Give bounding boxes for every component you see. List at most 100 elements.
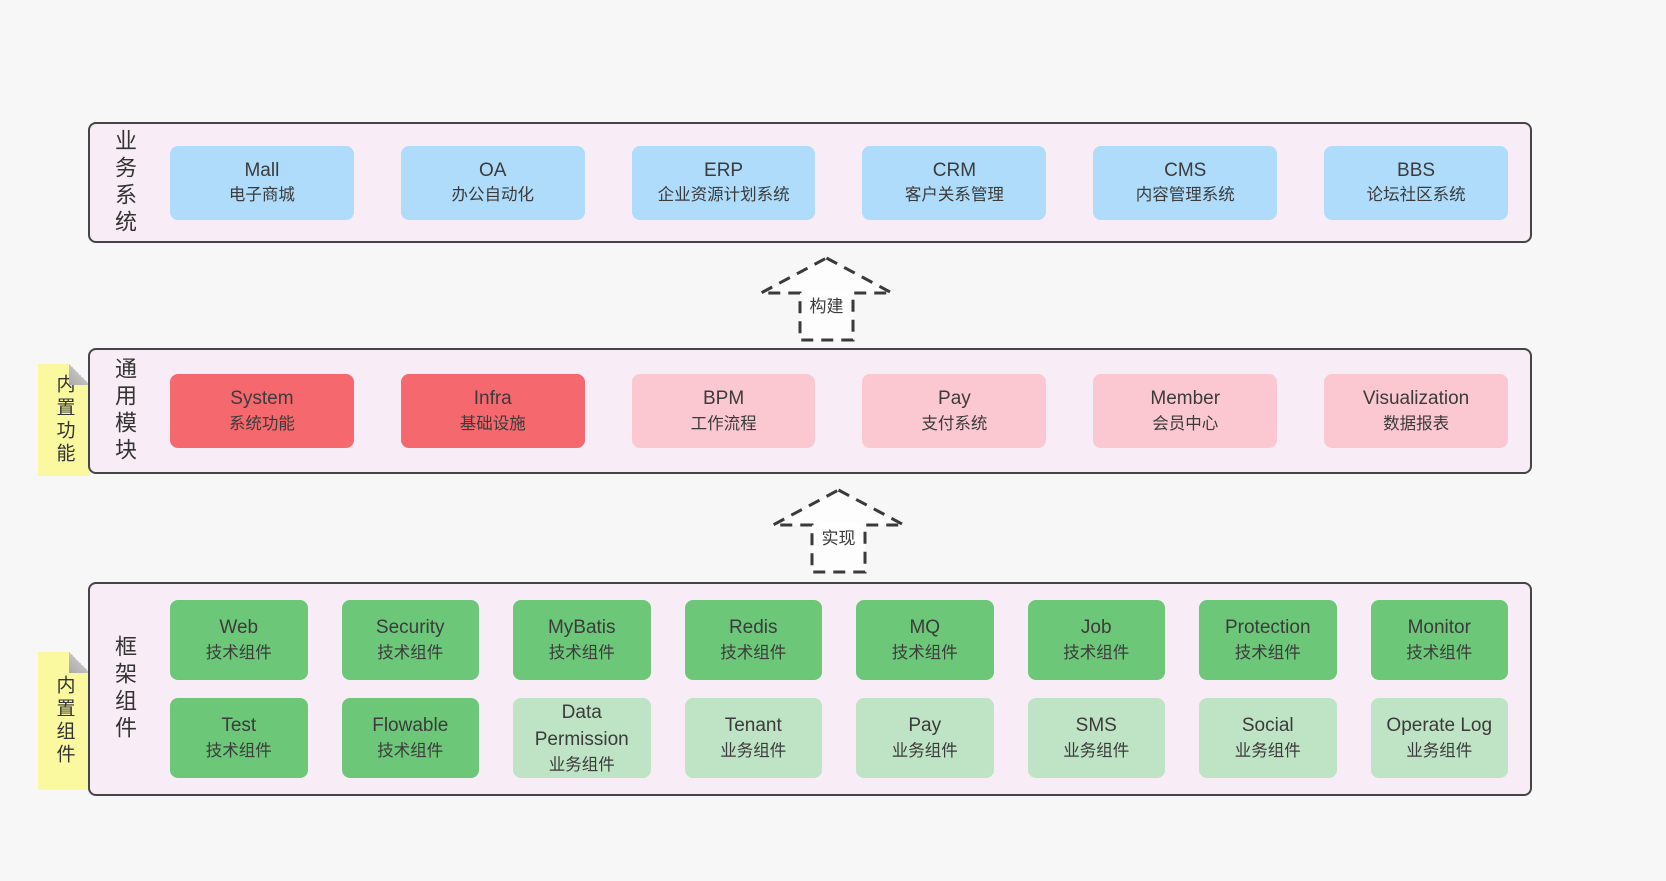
business-systems-box-row: Mall 电子商城 OA 办公自动化 ERP 企业资源计划系统 CRM 客户关系… [170,145,1508,220]
box-subtitle: 客户关系管理 [904,186,1004,205]
box-member: Member 会员中心 [1093,374,1278,448]
box-system: System 系统功能 [170,374,354,448]
box-sms: SMS 业务组件 [1027,698,1165,778]
box-title: Member [1150,388,1221,410]
box-protection: Protection 技术组件 [1199,600,1337,680]
builtin-features-tab-label: 内置功能 [53,374,75,466]
box-test: Test 技术组件 [170,698,308,778]
folded-corner-icon [69,364,90,385]
implement-arrow: 实现 [770,487,907,575]
box-bpm: BPM 工作流程 [631,374,816,448]
box-subtitle: 技术组件 [377,741,444,760]
box-mq: MQ 技术组件 [856,600,994,680]
box-title: Test [221,715,257,737]
build-arrow-label: 构建 [806,291,847,318]
box-subtitle: 电子商城 [228,186,295,205]
box-pay-component: Pay 业务组件 [856,698,994,778]
box-monitor: Monitor 技术组件 [1370,600,1508,680]
common-modules-box-row: System 系统功能 Infra 基础设施 BPM 工作流程 Pay 支付系统… [170,374,1508,448]
box-title: Security [375,617,445,639]
box-subtitle: 技术组件 [720,643,787,662]
box-subtitle: 企业资源计划系统 [657,186,790,205]
box-oa: OA 办公自动化 [400,145,585,220]
framework-components-grid: Web 技术组件 Security 技术组件 MyBatis 技术组件 Redi… [170,600,1508,778]
box-security: Security 技术组件 [341,600,479,680]
box-title: CRM [932,159,977,181]
box-erp: ERP 企业资源计划系统 [631,145,816,220]
box-title: Pay [938,388,971,410]
box-subtitle: 基础设施 [459,414,526,433]
box-social: Social 业务组件 [1199,698,1337,778]
box-subtitle: 技术组件 [891,643,958,662]
box-subtitle: 技术组件 [548,643,615,662]
build-arrow: 构建 [758,255,895,343]
box-title: OA [479,159,507,181]
box-subtitle: 数据报表 [1383,414,1450,433]
box-title: Data Permission [534,701,629,751]
box-pay: Pay 支付系统 [862,374,1047,448]
box-data-permission: Data Permission 业务组件 [513,698,651,778]
business-systems-label: 业务系统 [112,128,137,237]
box-title: Protection [1224,617,1311,639]
box-title: SMS [1075,715,1117,737]
box-mall: Mall 电子商城 [170,145,354,220]
box-subtitle: 支付系统 [921,414,988,433]
box-operate-log: Operate Log 业务组件 [1370,698,1508,778]
builtin-features-tab: 内置功能 [38,364,90,476]
box-visualization: Visualization 数据报表 [1324,374,1508,448]
box-subtitle: 业务组件 [720,741,787,760]
box-mybatis: MyBatis 技术组件 [513,600,651,680]
box-job: Job 技术组件 [1027,600,1165,680]
box-title: Mall [244,159,280,181]
box-subtitle: 业务组件 [1234,741,1301,760]
box-title: BBS [1397,159,1436,181]
box-title: Operate Log [1386,715,1493,737]
box-title: BPM [702,388,745,410]
box-subtitle: 业务组件 [1063,741,1130,760]
implement-arrow-label: 实现 [818,523,859,550]
box-bbs: BBS 论坛社区系统 [1324,145,1508,220]
box-subtitle: 技术组件 [377,643,444,662]
common-modules-panel: 通用模块 System 系统功能 Infra 基础设施 BPM 工作流程 Pay… [88,348,1532,474]
box-subtitle: 会员中心 [1152,414,1219,433]
box-flowable: Flowable 技术组件 [341,698,479,778]
business-systems-panel: 业务系统 Mall 电子商城 OA 办公自动化 ERP 企业资源计划系统 CRM… [88,122,1532,243]
framework-components-panel: 框架组件 Web 技术组件 Security 技术组件 MyBatis 技术组件… [88,582,1532,796]
box-subtitle: 系统功能 [228,414,295,433]
box-title: Web [219,617,259,639]
box-subtitle: 办公自动化 [451,186,534,205]
box-subtitle: 技术组件 [1234,643,1301,662]
box-title: Monitor [1407,617,1471,639]
box-infra: Infra 基础设施 [400,374,585,448]
box-subtitle: 技术组件 [1406,643,1473,662]
box-subtitle: 内容管理系统 [1135,186,1235,205]
common-modules-label: 通用模块 [112,357,137,465]
box-title: MyBatis [547,617,616,639]
box-title: Infra [473,388,512,410]
box-crm: CRM 客户关系管理 [862,145,1047,220]
box-title: Job [1080,617,1112,639]
box-subtitle: 技术组件 [205,741,272,760]
box-title: Pay [908,715,942,737]
box-title: Redis [728,617,778,639]
box-redis: Redis 技术组件 [684,600,822,680]
box-subtitle: 论坛社区系统 [1366,186,1466,205]
builtin-components-tab-label: 内置组件 [53,675,75,767]
box-title: Social [1241,715,1294,737]
box-subtitle: 工作流程 [690,414,757,433]
box-title: Visualization [1362,388,1470,410]
box-title: Tenant [724,715,782,737]
box-subtitle: 业务组件 [548,755,615,774]
box-subtitle: 业务组件 [891,741,958,760]
box-title: Flowable [372,715,449,737]
box-title: System [230,388,294,410]
box-tenant: Tenant 业务组件 [684,698,822,778]
framework-components-label: 框架组件 [112,635,137,743]
box-subtitle: 业务组件 [1406,741,1473,760]
builtin-components-tab: 内置组件 [38,652,90,790]
folded-corner-icon [69,652,90,673]
box-cms: CMS 内容管理系统 [1093,145,1278,220]
box-subtitle: 技术组件 [205,643,272,662]
box-title: ERP [704,159,744,181]
box-title: MQ [909,617,941,639]
